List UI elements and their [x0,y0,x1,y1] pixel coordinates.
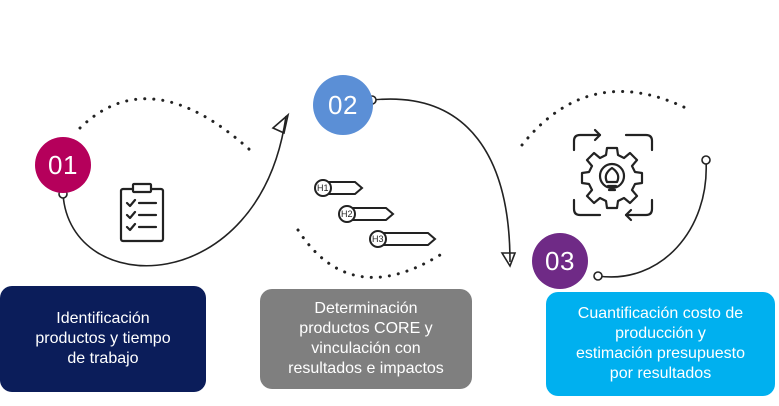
hypothesis-tag-3: H3 [369,230,437,248]
hypothesis-tag-1: H1 [314,179,364,197]
step-label-1: Identificación productos y tiempo de tra… [35,310,171,367]
hypothesis-tag-2: H2 [338,205,395,223]
step-box-1: Identificación productos y tiempo de tra… [0,286,206,392]
dotted-arc-3 [520,90,692,147]
step-box-3: Cuantificación costo de producción y est… [546,292,775,396]
hypothesis-label-1: H1 [317,183,329,193]
step-number-3: 03 [532,233,588,289]
connector-curve-2 [371,98,511,263]
connector-dot-3 [701,155,711,165]
step-label-2: Determinación productos CORE y vinculaci… [288,300,444,377]
hypothesis-label-2: H2 [341,209,353,219]
hypothesis-tags-icon: H1 H2 H3 [314,179,437,248]
step-box-2: Determinación productos CORE y vinculaci… [260,289,472,389]
clipboard-checklist-icon [119,182,165,243]
step-number-2: 02 [313,75,373,135]
gear-lightbulb-icon [572,128,654,222]
arrowhead-1 [271,112,290,135]
hypothesis-label-3: H3 [372,234,384,244]
arrowhead-2 [500,252,517,268]
step-label-3: Cuantificación costo de producción y est… [576,305,745,382]
connector-curve-3 [597,159,707,278]
dotted-arc-2 [296,228,442,279]
step-number-1: 01 [35,137,91,193]
dotted-arc-1 [78,97,252,152]
connector-dot-4 [593,271,603,281]
connector-curve-1 [62,115,287,267]
